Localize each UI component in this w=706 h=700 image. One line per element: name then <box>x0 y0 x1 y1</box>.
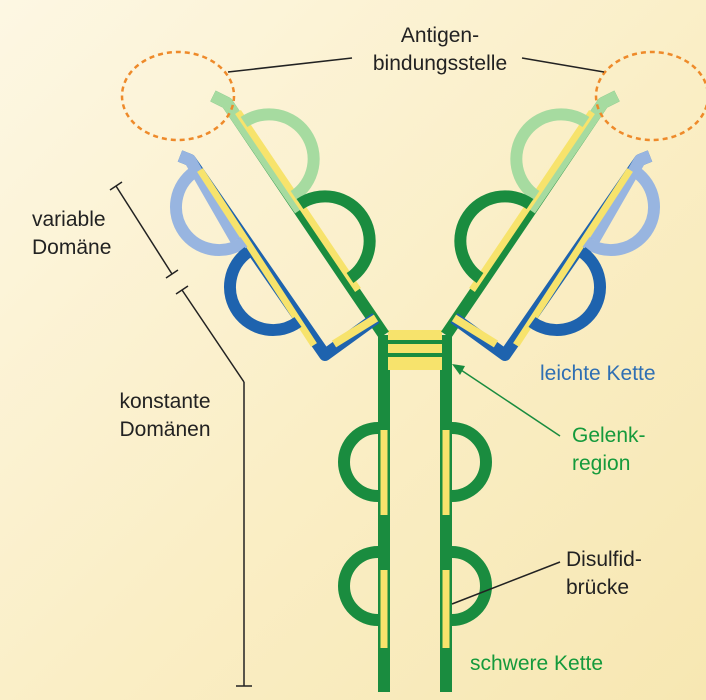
variable-domain-bracket <box>110 182 178 278</box>
heavy-chain-constant-loops <box>344 428 486 620</box>
hinge-arrowhead <box>452 364 465 375</box>
disulfide-bridge-line2: brücke <box>566 574 642 602</box>
disulfide-leader <box>452 562 560 604</box>
light-chain-label: leichte Kette <box>540 360 656 388</box>
constant-domains-line2: Domänen <box>100 416 230 444</box>
constant-domains-line1: konstante <box>100 388 230 416</box>
antigen-leader-left <box>228 58 352 72</box>
antigen-binding-site-line1: Antigen- <box>340 22 540 50</box>
antigen-binding-site-label: Antigen- bindungsstelle <box>340 22 540 78</box>
heavy-chain-label: schwere Kette <box>470 650 603 678</box>
disulfide-bridge-line1: Disulfid- <box>566 546 642 574</box>
hinge-region-label: Gelenk- region <box>572 422 646 478</box>
hinge-disulfide-bridges <box>388 330 442 370</box>
variable-domain-label: variable Domäne <box>32 206 111 262</box>
constant-domains-bracket <box>176 286 252 686</box>
antigen-binding-site-line2: bindungsstelle <box>340 50 540 78</box>
variable-domain-line1: variable <box>32 206 111 234</box>
constant-domains-label: konstante Domänen <box>100 388 230 444</box>
hinge-region-line1: Gelenk- <box>572 422 646 450</box>
hinge-region-line2: region <box>572 450 646 478</box>
variable-domain-line2: Domäne <box>32 234 111 262</box>
disulfide-bridge-label: Disulfid- brücke <box>566 546 642 602</box>
